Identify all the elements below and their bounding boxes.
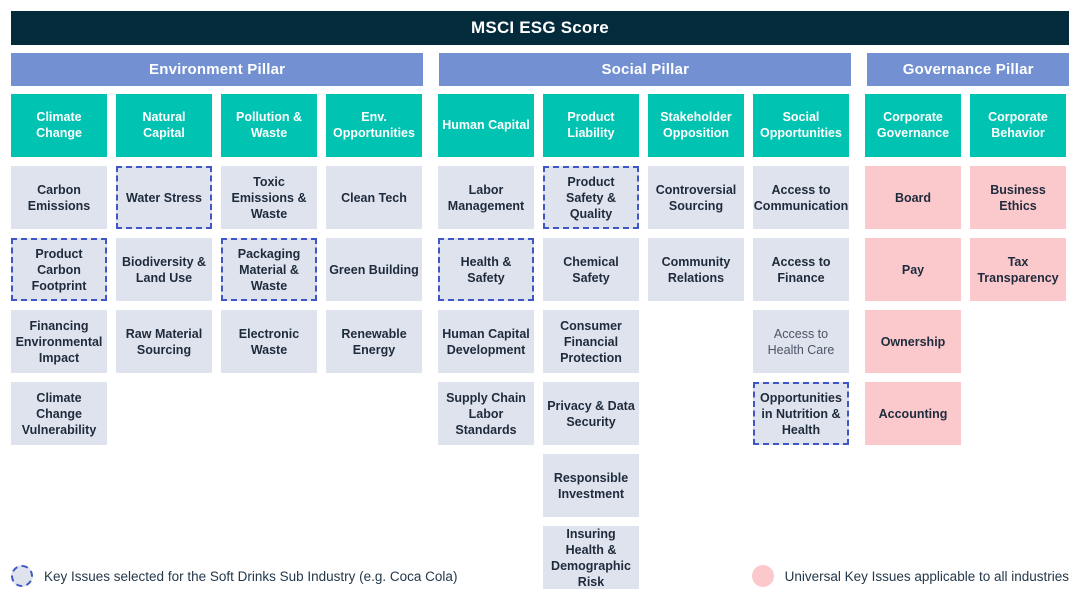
pillar-governance-label: Governance Pillar [902,61,1034,78]
key-issue-renewable-energy[interactable]: Renewable Energy [326,310,422,373]
key-issue-opportunities-in-nutrition-health[interactable]: Opportunities in Nutrition & Health [753,382,849,445]
category-header-product-liability[interactable]: Product Liability [543,94,639,157]
key-issue-toxic-emissions-waste[interactable]: Toxic Emissions & Waste [221,166,317,229]
legend-item-universal: Universal Key Issues applicable to all i… [751,565,1069,587]
key-issue-labor-management[interactable]: Labor Management [438,166,534,229]
category-header-social-opportunities[interactable]: Social Opportunities [753,94,849,157]
key-issue-water-stress[interactable]: Water Stress [116,166,212,229]
legend-label-selected: Key Issues selected for the Soft Drinks … [44,568,458,584]
key-issue-board[interactable]: Board [865,166,961,229]
pillar-social: Social Pillar [439,53,852,86]
key-issue-packaging-material-waste[interactable]: Packaging Material & Waste [221,238,317,301]
pink-circle-icon [751,565,774,587]
key-issue-biodiversity-land-use[interactable]: Biodiversity & Land Use [116,238,212,301]
category-header-env-opportunities[interactable]: Env. Opportunities [326,94,422,157]
key-issue-clean-tech[interactable]: Clean Tech [326,166,422,229]
key-issue-product-carbon-footprint[interactable]: Product Carbon Footprint [11,238,107,301]
key-issue-product-safety-quality[interactable]: Product Safety & Quality [543,166,639,229]
category-header-human-capital[interactable]: Human Capital [438,94,534,157]
legend-item-selected: Key Issues selected for the Soft Drinks … [11,565,457,587]
pillar-environment: Environment Pillar [11,53,424,86]
key-issue-green-building[interactable]: Green Building [326,238,422,301]
key-issue-business-ethics[interactable]: Business Ethics [970,166,1066,229]
key-issue-raw-material-sourcing[interactable]: Raw Material Sourcing [116,310,212,373]
pillar-bar-row: Environment Pillar Social Pillar Governa… [11,53,1070,86]
key-issue-ownership[interactable]: Ownership [865,310,961,373]
key-issue-privacy-data-security[interactable]: Privacy & Data Security [543,382,639,445]
page-title-text: MSCI ESG Score [471,18,609,37]
category-header-climate-change[interactable]: Climate Change [11,94,107,157]
key-issue-accounting[interactable]: Accounting [865,382,961,445]
key-issue-consumer-financial-protection[interactable]: Consumer Financial Protection [543,310,639,373]
key-issue-community-relations[interactable]: Community Relations [648,238,744,301]
pillar-governance: Governance Pillar [867,53,1070,86]
key-issue-controversial-sourcing[interactable]: Controversial Sourcing [648,166,744,229]
key-issue-financing-environmental-impact[interactable]: Financing Environmental Impact [11,310,107,373]
key-issue-access-to-health-care[interactable]: Access to Health Care [753,310,849,373]
pillar-environment-label: Environment Pillar [149,61,286,78]
key-issue-human-capital-development[interactable]: Human Capital Development [438,310,534,373]
category-header-corporate-governance[interactable]: Corporate Governance [865,94,961,157]
key-issue-access-to-communication[interactable]: Access to Communication [753,166,849,229]
key-issue-carbon-emissions[interactable]: Carbon Emissions [11,166,107,229]
dashed-circle-icon [11,565,33,587]
category-header-natural-capital[interactable]: Natural Capital [116,94,212,157]
key-issue-electronic-waste[interactable]: Electronic Waste [221,310,317,373]
key-issue-access-to-finance[interactable]: Access to Finance [753,238,849,301]
key-issue-chemical-safety[interactable]: Chemical Safety [543,238,639,301]
page-title: MSCI ESG Score [11,11,1069,45]
category-header-corporate-behavior[interactable]: Corporate Behavior [970,94,1066,157]
legend-label-universal: Universal Key Issues applicable to all i… [784,568,1069,584]
key-issue-health-safety[interactable]: Health & Safety [438,238,534,301]
key-issue-insuring-health-demographic-risk[interactable]: Insuring Health & Demographic Risk [543,526,639,589]
key-issue-supply-chain-labor-standards[interactable]: Supply Chain Labor Standards [438,382,534,445]
key-issue-climate-change-vulnerability[interactable]: Climate Change Vulnerability [11,382,107,445]
pillar-social-label: Social Pillar [601,61,690,78]
key-issue-pay[interactable]: Pay [865,238,961,301]
key-issue-responsible-investment[interactable]: Responsible Investment [543,454,639,517]
legend: Key Issues selected for the Soft Drinks … [11,565,1069,587]
key-issue-tax-transparency[interactable]: Tax Transparency [970,238,1066,301]
category-header-pollution-waste[interactable]: Pollution & Waste [221,94,317,157]
category-header-stakeholder-opposition[interactable]: Stakeholder Opposition [648,94,744,157]
